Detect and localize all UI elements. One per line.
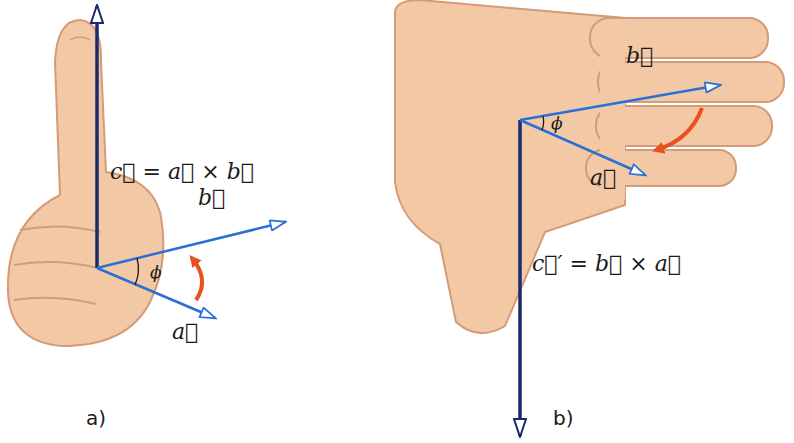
equation-label: c⃗ = a⃗ × b⃗	[110, 158, 254, 187]
vector-label: b⃗	[626, 42, 653, 71]
vector-b	[97, 222, 285, 268]
rotation-arrow	[192, 258, 202, 300]
vector-c-prime	[518, 120, 522, 436]
hand-flat	[395, 0, 784, 333]
rotation-arrow	[656, 108, 702, 150]
vector-c	[95, 6, 99, 268]
vector-label: a⃗	[590, 164, 616, 193]
angle-label: ϕ	[150, 261, 162, 283]
angle-arc	[135, 258, 138, 285]
vector-b	[520, 85, 720, 120]
angle-arc	[542, 116, 544, 130]
angle-label: ϕ	[551, 112, 563, 134]
vector-label: b⃗	[198, 184, 225, 213]
equation-label: c⃗′ = b⃗ × a⃗	[532, 250, 681, 279]
vector-a	[520, 120, 645, 175]
panel-label: a)	[86, 405, 106, 431]
panel-label: b)	[553, 405, 574, 431]
vector-label: a⃗	[172, 318, 198, 347]
